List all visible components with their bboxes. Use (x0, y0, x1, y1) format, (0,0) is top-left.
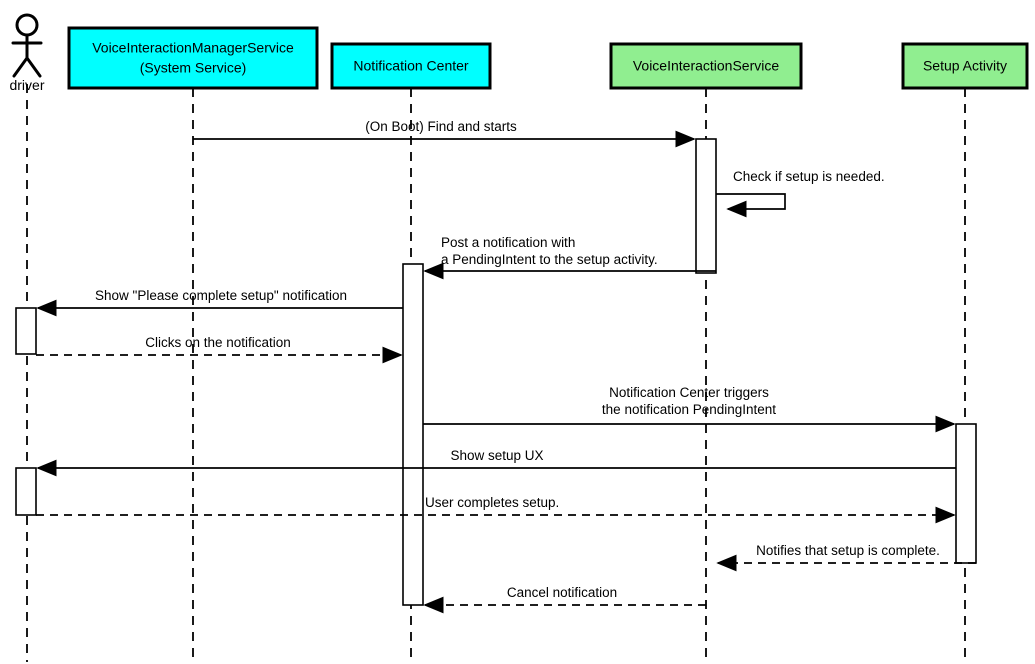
actor-body-icon (11, 34, 43, 78)
activation-bar-setup_activity (955, 423, 977, 564)
message-msg-10: Cancel notification (423, 585, 706, 614)
message-label: Notification Center triggers (609, 385, 769, 400)
message-msg-7: Show setup UX (36, 448, 956, 477)
message-label: Notifies that setup is complete. (756, 543, 940, 558)
participant-driver[interactable]: driver (9, 13, 45, 93)
participant-notification_center[interactable]: Notification Center (330, 42, 492, 90)
message-msg-1: (On Boot) Find and starts (193, 119, 696, 148)
lifelines-group (26, 84, 966, 662)
participant-sublabel-vims: (System Service) (140, 60, 247, 76)
participant-box-setup_activity[interactable] (901, 42, 1029, 90)
message-label: Cancel notification (507, 585, 617, 600)
message-label: Check if setup is needed. (733, 169, 885, 184)
activation-bar-driver (15, 467, 37, 516)
participant-box-vims[interactable] (67, 26, 319, 90)
participant-box-vis[interactable] (609, 42, 803, 90)
message-msg-8: User completes setup. (36, 495, 956, 524)
participant-vims[interactable]: VoiceInteractionManagerService (System Se… (67, 26, 319, 90)
message-label: Post a notification with (441, 235, 575, 250)
message-msg-6: Notification Center triggers the notifica… (423, 385, 956, 433)
participant-setup_activity[interactable]: Setup Activity (901, 42, 1029, 90)
participant-box-notification_center[interactable] (330, 42, 492, 90)
message-label-line2: the notification PendingIntent (602, 402, 776, 417)
message-msg-9: Notifies that setup is complete. (716, 543, 976, 572)
participant-vis[interactable]: VoiceInteractionService (609, 42, 803, 90)
self-message-line (716, 193, 786, 218)
message-msg-4: Show "Please complete setup" notificatio… (36, 288, 403, 317)
activation-bar-driver (15, 307, 37, 355)
message-msg-2: Check if setup is needed. (716, 169, 885, 218)
participant-label-notification_center: Notification Center (353, 58, 469, 74)
participant-label-vims: VoiceInteractionManagerService (92, 40, 294, 56)
activation-bar-notification_center (402, 263, 424, 606)
message-label: (On Boot) Find and starts (365, 119, 517, 134)
message-msg-5: Clicks on the notification (36, 335, 403, 364)
activation-bar-vis (695, 138, 717, 274)
message-label: Show "Please complete setup" notificatio… (95, 288, 347, 303)
message-label: User completes setup. (425, 495, 559, 510)
message-label: Clicks on the notification (145, 335, 291, 350)
participant-label-setup_activity: Setup Activity (923, 58, 1007, 74)
participant-label-vis: VoiceInteractionService (633, 58, 780, 74)
message-label: Show setup UX (450, 448, 543, 463)
participant-label-driver: driver (9, 77, 44, 93)
activation-bars-group (15, 138, 977, 606)
actor-head-icon (15, 13, 39, 37)
message-label-line2: a PendingIntent to the setup activity. (441, 252, 658, 267)
participant-headers-group: driver VoiceInteractionManagerService (Sys… (9, 13, 1029, 93)
message-msg-3: Post a notification with a PendingIntent … (423, 235, 716, 280)
